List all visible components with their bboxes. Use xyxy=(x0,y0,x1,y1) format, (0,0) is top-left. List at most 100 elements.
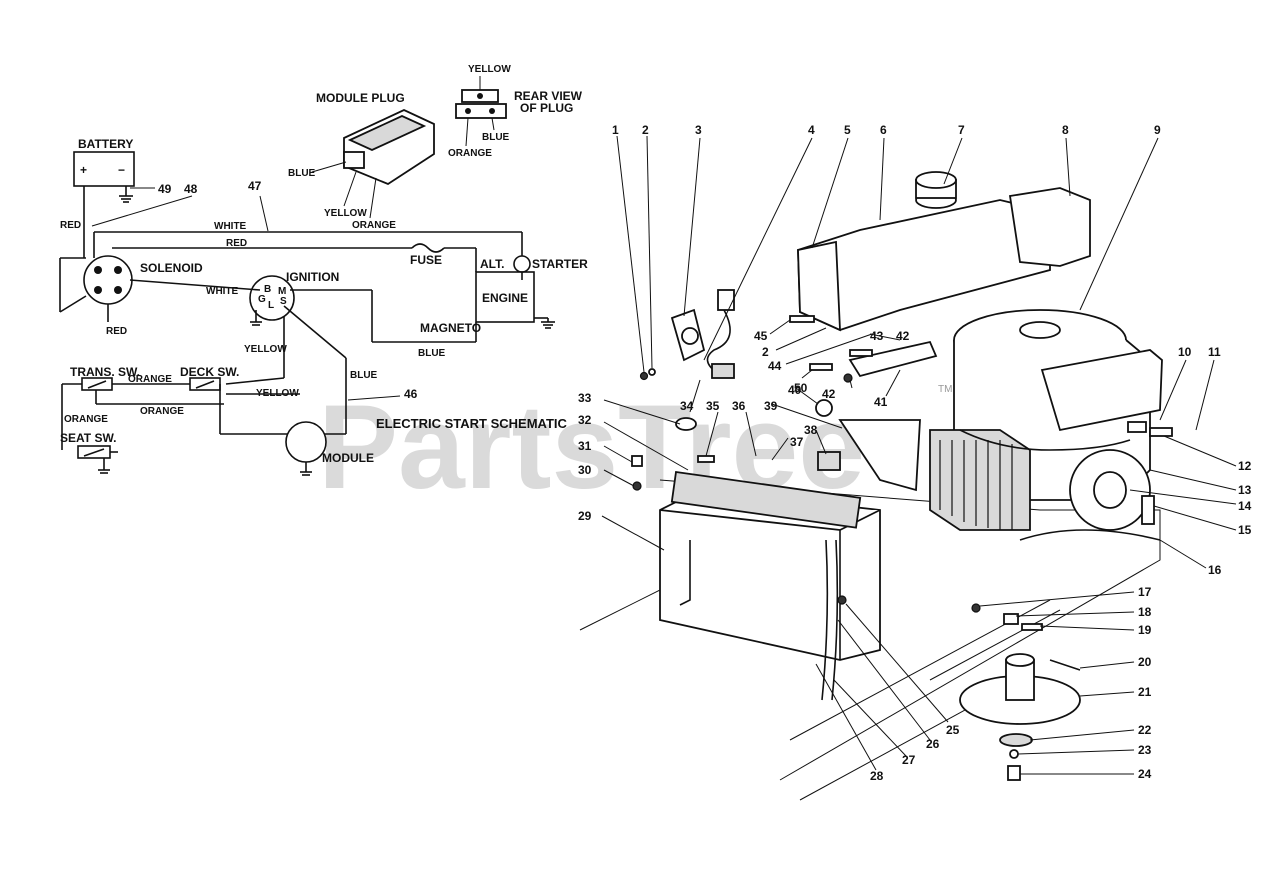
wire-blue-2: BLUE xyxy=(350,370,378,381)
part-number-33: 33 xyxy=(578,391,592,405)
part-number-27: 27 xyxy=(902,753,916,767)
of-plug-label: OF PLUG xyxy=(520,101,573,115)
part-number-40: 40 xyxy=(788,383,802,397)
plug-wire-yellow: YELLOW xyxy=(324,208,367,219)
part-number-31: 31 xyxy=(578,439,592,453)
part-number-26: 26 xyxy=(926,737,940,751)
wire-yellow-1: YELLOW xyxy=(244,344,287,355)
rear-view-label: REAR VIEW xyxy=(514,89,583,103)
ignition-switch-symbol: IGNITION B G L M S xyxy=(249,270,339,326)
part-number-9: 9 xyxy=(1154,123,1161,137)
battery-symbol: BATTERY + − xyxy=(73,137,135,203)
schematic-title: ELECTRIC START SCHEMATIC xyxy=(376,416,568,431)
exploded-parts-view: 1 2 3 4 5 6 7 8 9 10 11 12 13 14 15 16 1… xyxy=(578,123,1252,801)
part-number-7: 7 xyxy=(958,123,965,137)
module-label: MODULE xyxy=(322,451,374,465)
ignition-terminal-s: S xyxy=(280,296,287,307)
plug-wire-orange: ORANGE xyxy=(352,220,396,231)
ignition-terminal-l: L xyxy=(268,300,274,311)
part-number-14: 14 xyxy=(1238,499,1252,513)
part-number-35: 35 xyxy=(706,399,720,413)
deck-plate-outline xyxy=(659,479,1161,781)
engine-symbol: ENGINE ALT. xyxy=(475,257,555,329)
callout-48: 48 xyxy=(184,182,198,196)
bolt-11 xyxy=(1149,427,1173,437)
solenoid-part xyxy=(670,289,735,379)
washer-2 xyxy=(648,368,656,376)
bracket-41 xyxy=(848,340,938,378)
bolt-15 xyxy=(1141,495,1155,525)
washer-22 xyxy=(999,733,1033,747)
washer-30 xyxy=(632,481,642,491)
part-number-6: 6 xyxy=(880,123,887,137)
wire-red-1: RED xyxy=(60,220,81,231)
module-symbol: MODULE xyxy=(285,421,374,476)
solenoid-label: SOLENOID xyxy=(140,261,203,275)
part-number-43: 43 xyxy=(870,329,884,343)
terminal-40 xyxy=(815,399,833,417)
ignition-terminal-g: G xyxy=(258,294,266,305)
nut-17 xyxy=(971,603,981,613)
key-20 xyxy=(1049,659,1081,671)
alt-label: ALT. xyxy=(480,257,504,271)
callout-49: 49 xyxy=(158,182,172,196)
plug-wire-blue: BLUE xyxy=(288,168,316,179)
part-number-5: 5 xyxy=(844,123,851,137)
part-number-22: 22 xyxy=(1138,723,1152,737)
terminal-cover-38 xyxy=(817,451,841,471)
engine-block xyxy=(929,309,1163,541)
rear-wire-orange: ORANGE xyxy=(448,148,492,159)
part-number-25: 25 xyxy=(946,723,960,737)
bolt-31 xyxy=(631,455,643,467)
trans-sw-label: TRANS. SW. xyxy=(70,365,140,379)
screw-19 xyxy=(1021,623,1043,631)
part-number-45: 45 xyxy=(754,329,768,343)
wire-orange-3: ORANGE xyxy=(140,406,184,417)
part-number-4: 4 xyxy=(808,123,815,137)
ignition-terminal-b: B xyxy=(264,284,271,295)
part-number-23: 23 xyxy=(1138,743,1152,757)
part-number-16: 16 xyxy=(1208,563,1222,577)
rear-wire-yellow: YELLOW xyxy=(468,64,511,75)
deck-sw-label: DECK SW. xyxy=(180,365,239,379)
part-number-18: 18 xyxy=(1138,605,1152,619)
part-number-12: 12 xyxy=(1238,459,1252,473)
part-number-36: 36 xyxy=(732,399,746,413)
screw-35 xyxy=(697,455,715,463)
starter-symbol: STARTER xyxy=(513,255,588,280)
part-number-44: 44 xyxy=(768,359,782,373)
lockwasher-23 xyxy=(1009,749,1019,759)
part-number-41: 41 xyxy=(874,395,888,409)
wire-orange-1: ORANGE xyxy=(128,374,172,385)
part-number-19: 19 xyxy=(1138,623,1152,637)
deck-switch-symbol: DECK SW. xyxy=(180,365,239,391)
part-number-17: 17 xyxy=(1138,585,1152,599)
part-number-11: 11 xyxy=(1208,345,1221,359)
part-number-21: 21 xyxy=(1138,685,1152,699)
wire-red-3: RED xyxy=(106,326,127,337)
seat-sw-label: SEAT SW. xyxy=(60,431,116,445)
part-number-29: 29 xyxy=(578,509,592,523)
battery-minus: − xyxy=(118,163,125,177)
bolt-50 xyxy=(809,363,833,371)
nut-42 xyxy=(843,373,853,383)
part-number-28: 28 xyxy=(870,769,884,783)
wire-blue-1: BLUE xyxy=(418,348,446,359)
part-number-32: 32 xyxy=(578,413,592,427)
ignition-label: IGNITION xyxy=(286,270,339,284)
watermark-tm: TM xyxy=(938,384,952,395)
seat-switch-symbol: SEAT SW. xyxy=(60,431,118,474)
part-number-42-bottom: 42 xyxy=(822,387,836,401)
bolt-45 xyxy=(789,315,815,323)
battery-part xyxy=(659,470,881,701)
solenoid-symbol: SOLENOID RED xyxy=(59,255,203,337)
part-number-50: 50 xyxy=(794,381,808,395)
part-number-38: 38 xyxy=(804,423,818,437)
callout-46: 46 xyxy=(404,387,418,401)
clip-25 xyxy=(837,595,847,605)
module-plug-illustration: MODULE PLUG BLUE YELLOW ORANGE xyxy=(288,91,435,231)
callout-47: 47 xyxy=(248,179,262,193)
starter-label: STARTER xyxy=(532,257,588,271)
part-number-15: 15 xyxy=(1238,523,1252,537)
